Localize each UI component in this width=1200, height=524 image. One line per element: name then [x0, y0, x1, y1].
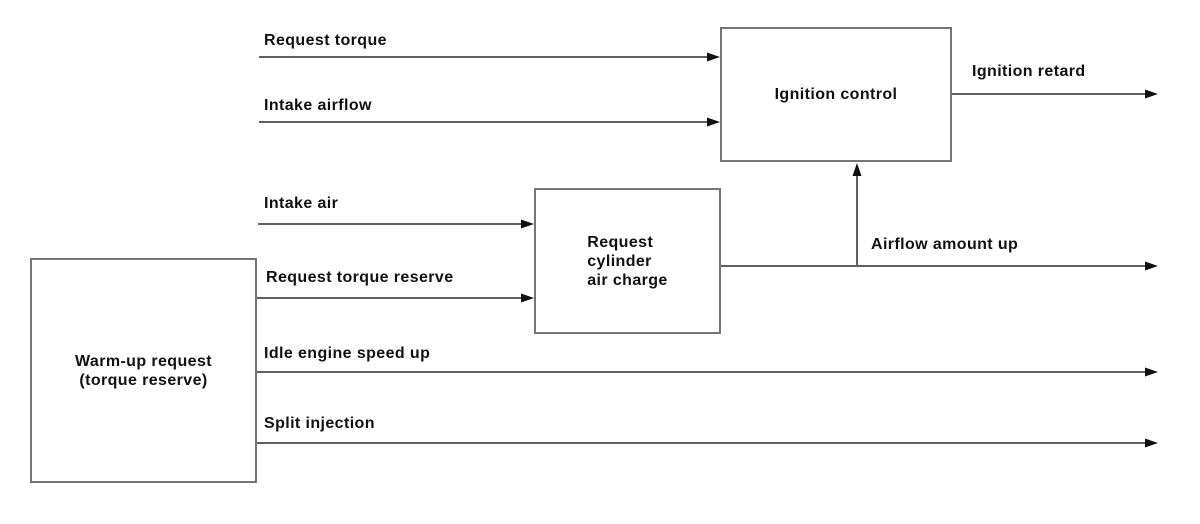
arrowhead-right-icon: [1145, 438, 1158, 448]
arrow-intake-air: [258, 219, 534, 229]
request-cylinder-air-charge-box-label: Request cylinder air charge: [587, 233, 668, 289]
label-intake-airflow: Intake airflow: [264, 97, 372, 114]
label-ignition-retard: Ignition retard: [972, 63, 1086, 80]
arrow-split-injection: [257, 438, 1158, 448]
ignition-control-box: Ignition control: [720, 27, 952, 162]
request-cylinder-air-charge-box: Request cylinder air charge: [534, 188, 721, 334]
arrow-request-torque-reserve: [257, 293, 534, 303]
ignition-control-box-label: Ignition control: [774, 86, 898, 103]
arrow-airflow-branch-up: [852, 163, 862, 266]
label-split-injection: Split injection: [264, 415, 375, 432]
arrowhead-right-icon: [707, 117, 720, 127]
arrowhead-up-icon: [852, 163, 862, 176]
arrowhead-right-icon: [1145, 261, 1158, 271]
arrowhead-right-icon: [1145, 89, 1158, 99]
label-request-torque: Request torque: [264, 32, 387, 49]
arrowhead-right-icon: [1145, 367, 1158, 377]
arrow-ignition-retard: [952, 89, 1158, 99]
label-idle-engine-speed-up: Idle engine speed up: [264, 345, 431, 362]
label-intake-air: Intake air: [264, 195, 339, 212]
arrowhead-right-icon: [521, 293, 534, 303]
warmup-request-box: Warm-up request (torque reserve): [30, 258, 257, 483]
arrow-airflow-amount-up: [721, 261, 1158, 271]
arrowhead-right-icon: [521, 219, 534, 229]
arrow-idle-engine-speed-up: [257, 367, 1158, 377]
arrow-request-torque: [259, 52, 720, 62]
arrow-intake-airflow: [259, 117, 720, 127]
label-request-torque-reserve: Request torque reserve: [266, 269, 454, 286]
warmup-request-box-label: Warm-up request (torque reserve): [75, 352, 212, 389]
label-airflow-amount-up: Airflow amount up: [871, 236, 1019, 253]
arrowhead-right-icon: [707, 52, 720, 62]
